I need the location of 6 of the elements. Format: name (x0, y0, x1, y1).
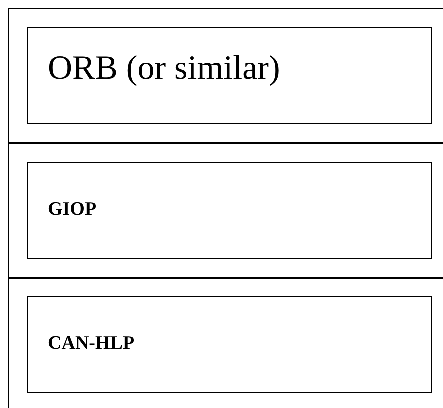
layer-box (27, 27, 432, 124)
layer-box (27, 296, 432, 393)
layer-label: ORB (or similar) (48, 52, 280, 86)
layer-label: CAN-HLP (48, 334, 135, 353)
layer-box (27, 162, 432, 259)
layer-label: GIOP (48, 200, 97, 219)
